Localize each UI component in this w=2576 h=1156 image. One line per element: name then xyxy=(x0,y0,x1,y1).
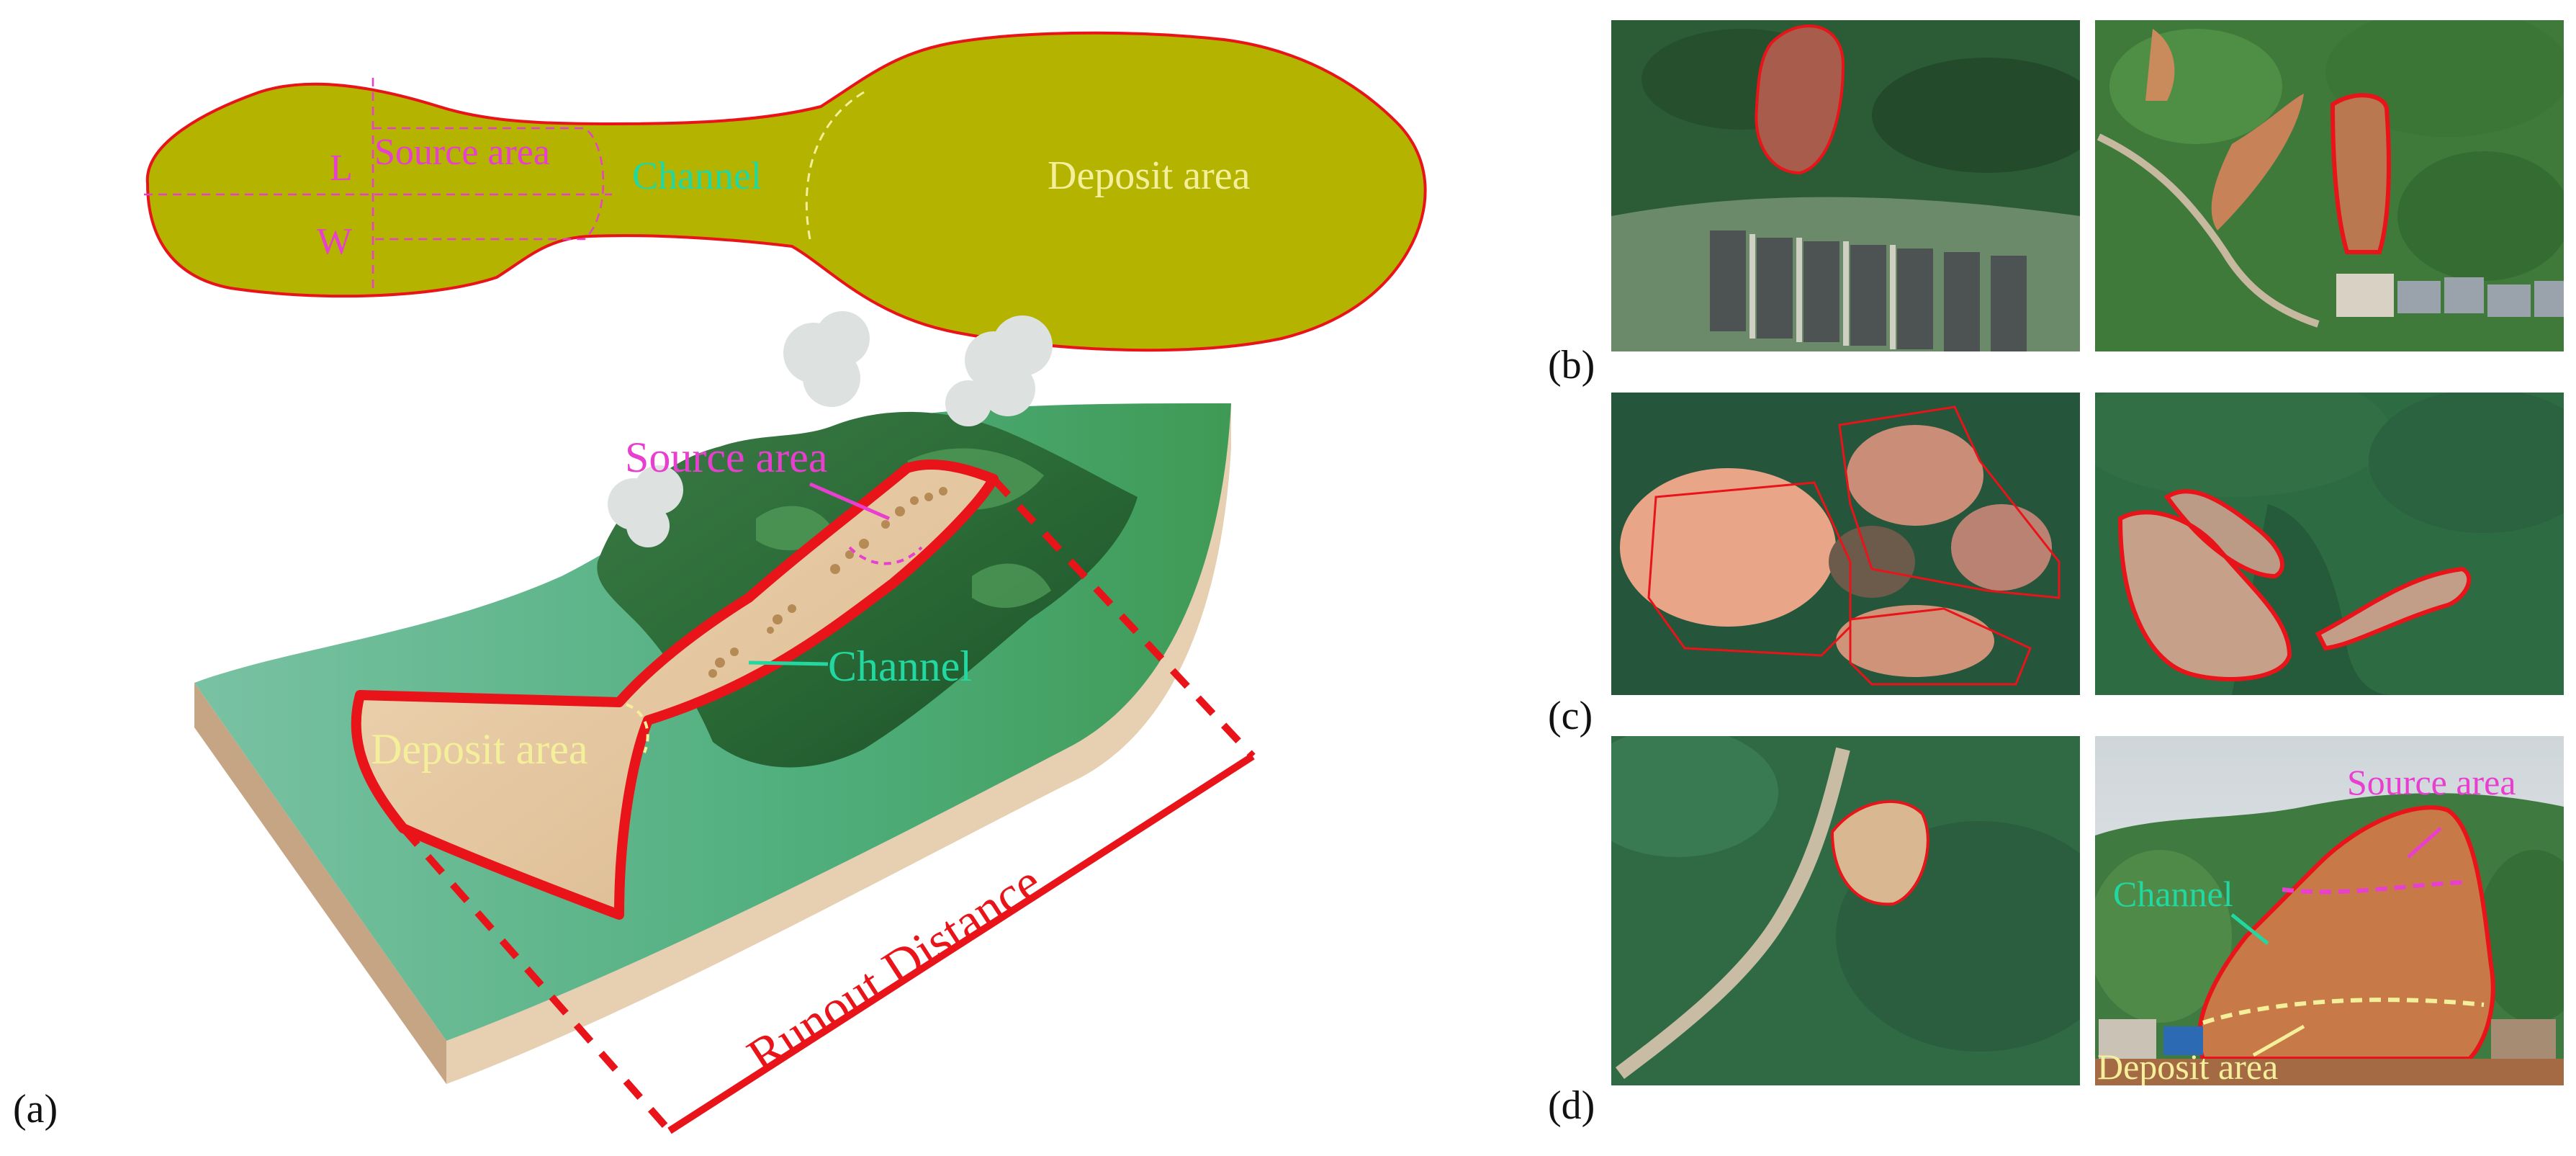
block-deposit-area-label: Deposit area xyxy=(371,725,588,773)
source-area-boundary xyxy=(373,127,605,241)
cloud-puffs xyxy=(608,311,1053,547)
d-channel-label: Channel xyxy=(2113,874,2233,914)
plan-outline xyxy=(145,31,1427,352)
block-deposit-boundary xyxy=(626,703,649,753)
block-source-boundary xyxy=(848,546,923,565)
debris-particles xyxy=(708,487,947,678)
photo-d-left xyxy=(1611,736,2080,1085)
plan-source-area-label: Source area xyxy=(374,132,550,173)
photo-c-left xyxy=(1611,393,2080,695)
deposit-area-boundary xyxy=(805,91,865,240)
panel-label-a: (a) xyxy=(13,1087,58,1132)
block-diagram: Source area Channel Deposit area Runout … xyxy=(194,311,1256,1134)
outline-d-left xyxy=(1830,799,1929,906)
photo-b-right xyxy=(2095,20,2564,351)
outline-b-left xyxy=(1755,24,1845,175)
photo-c-right xyxy=(2095,393,2564,695)
runout-dashed-lines xyxy=(400,476,1256,1134)
plan-deposit-area-label: Deposit area xyxy=(1048,153,1251,198)
plan-channel-label: Channel xyxy=(632,154,762,197)
source-leader-line xyxy=(809,482,890,521)
d-deposit-boundary xyxy=(2202,998,2485,1025)
d-deposit-leader xyxy=(2252,1024,2305,1057)
runout-distance-bar xyxy=(667,753,1255,1134)
d-source-area-label: Source area xyxy=(2347,762,2516,802)
d-channel-leader xyxy=(2230,913,2269,945)
plan-width-label: W xyxy=(317,221,352,262)
panel-label-d: (d) xyxy=(1548,1083,1595,1128)
outline-c-right xyxy=(2117,489,2472,681)
plan-length-label: L xyxy=(330,148,353,189)
plan-view: L W Source area Channel Deposit area xyxy=(144,31,1427,352)
terrain-front-face xyxy=(194,683,446,1084)
d-deposit-area-label: Deposit area xyxy=(2097,1047,2278,1087)
outline-b-right xyxy=(2330,93,2391,254)
outline-d-right xyxy=(2197,805,2495,1061)
block-source-area-label: Source area xyxy=(625,434,827,481)
terrain-slope-face xyxy=(446,403,1231,1084)
landslide-path xyxy=(351,460,999,920)
photo-d-right: Source area Channel Deposit area xyxy=(2095,736,2564,1087)
photo-b-left xyxy=(1611,20,2080,351)
panel-label-c: (c) xyxy=(1548,694,1593,738)
channel-leader-line xyxy=(748,660,829,666)
d-source-leader xyxy=(2407,827,2442,859)
block-channel-label: Channel xyxy=(828,642,972,690)
panel-label-b: (b) xyxy=(1548,343,1595,387)
d-source-boundary xyxy=(2282,880,2463,895)
outline-c-left xyxy=(1647,406,2061,686)
